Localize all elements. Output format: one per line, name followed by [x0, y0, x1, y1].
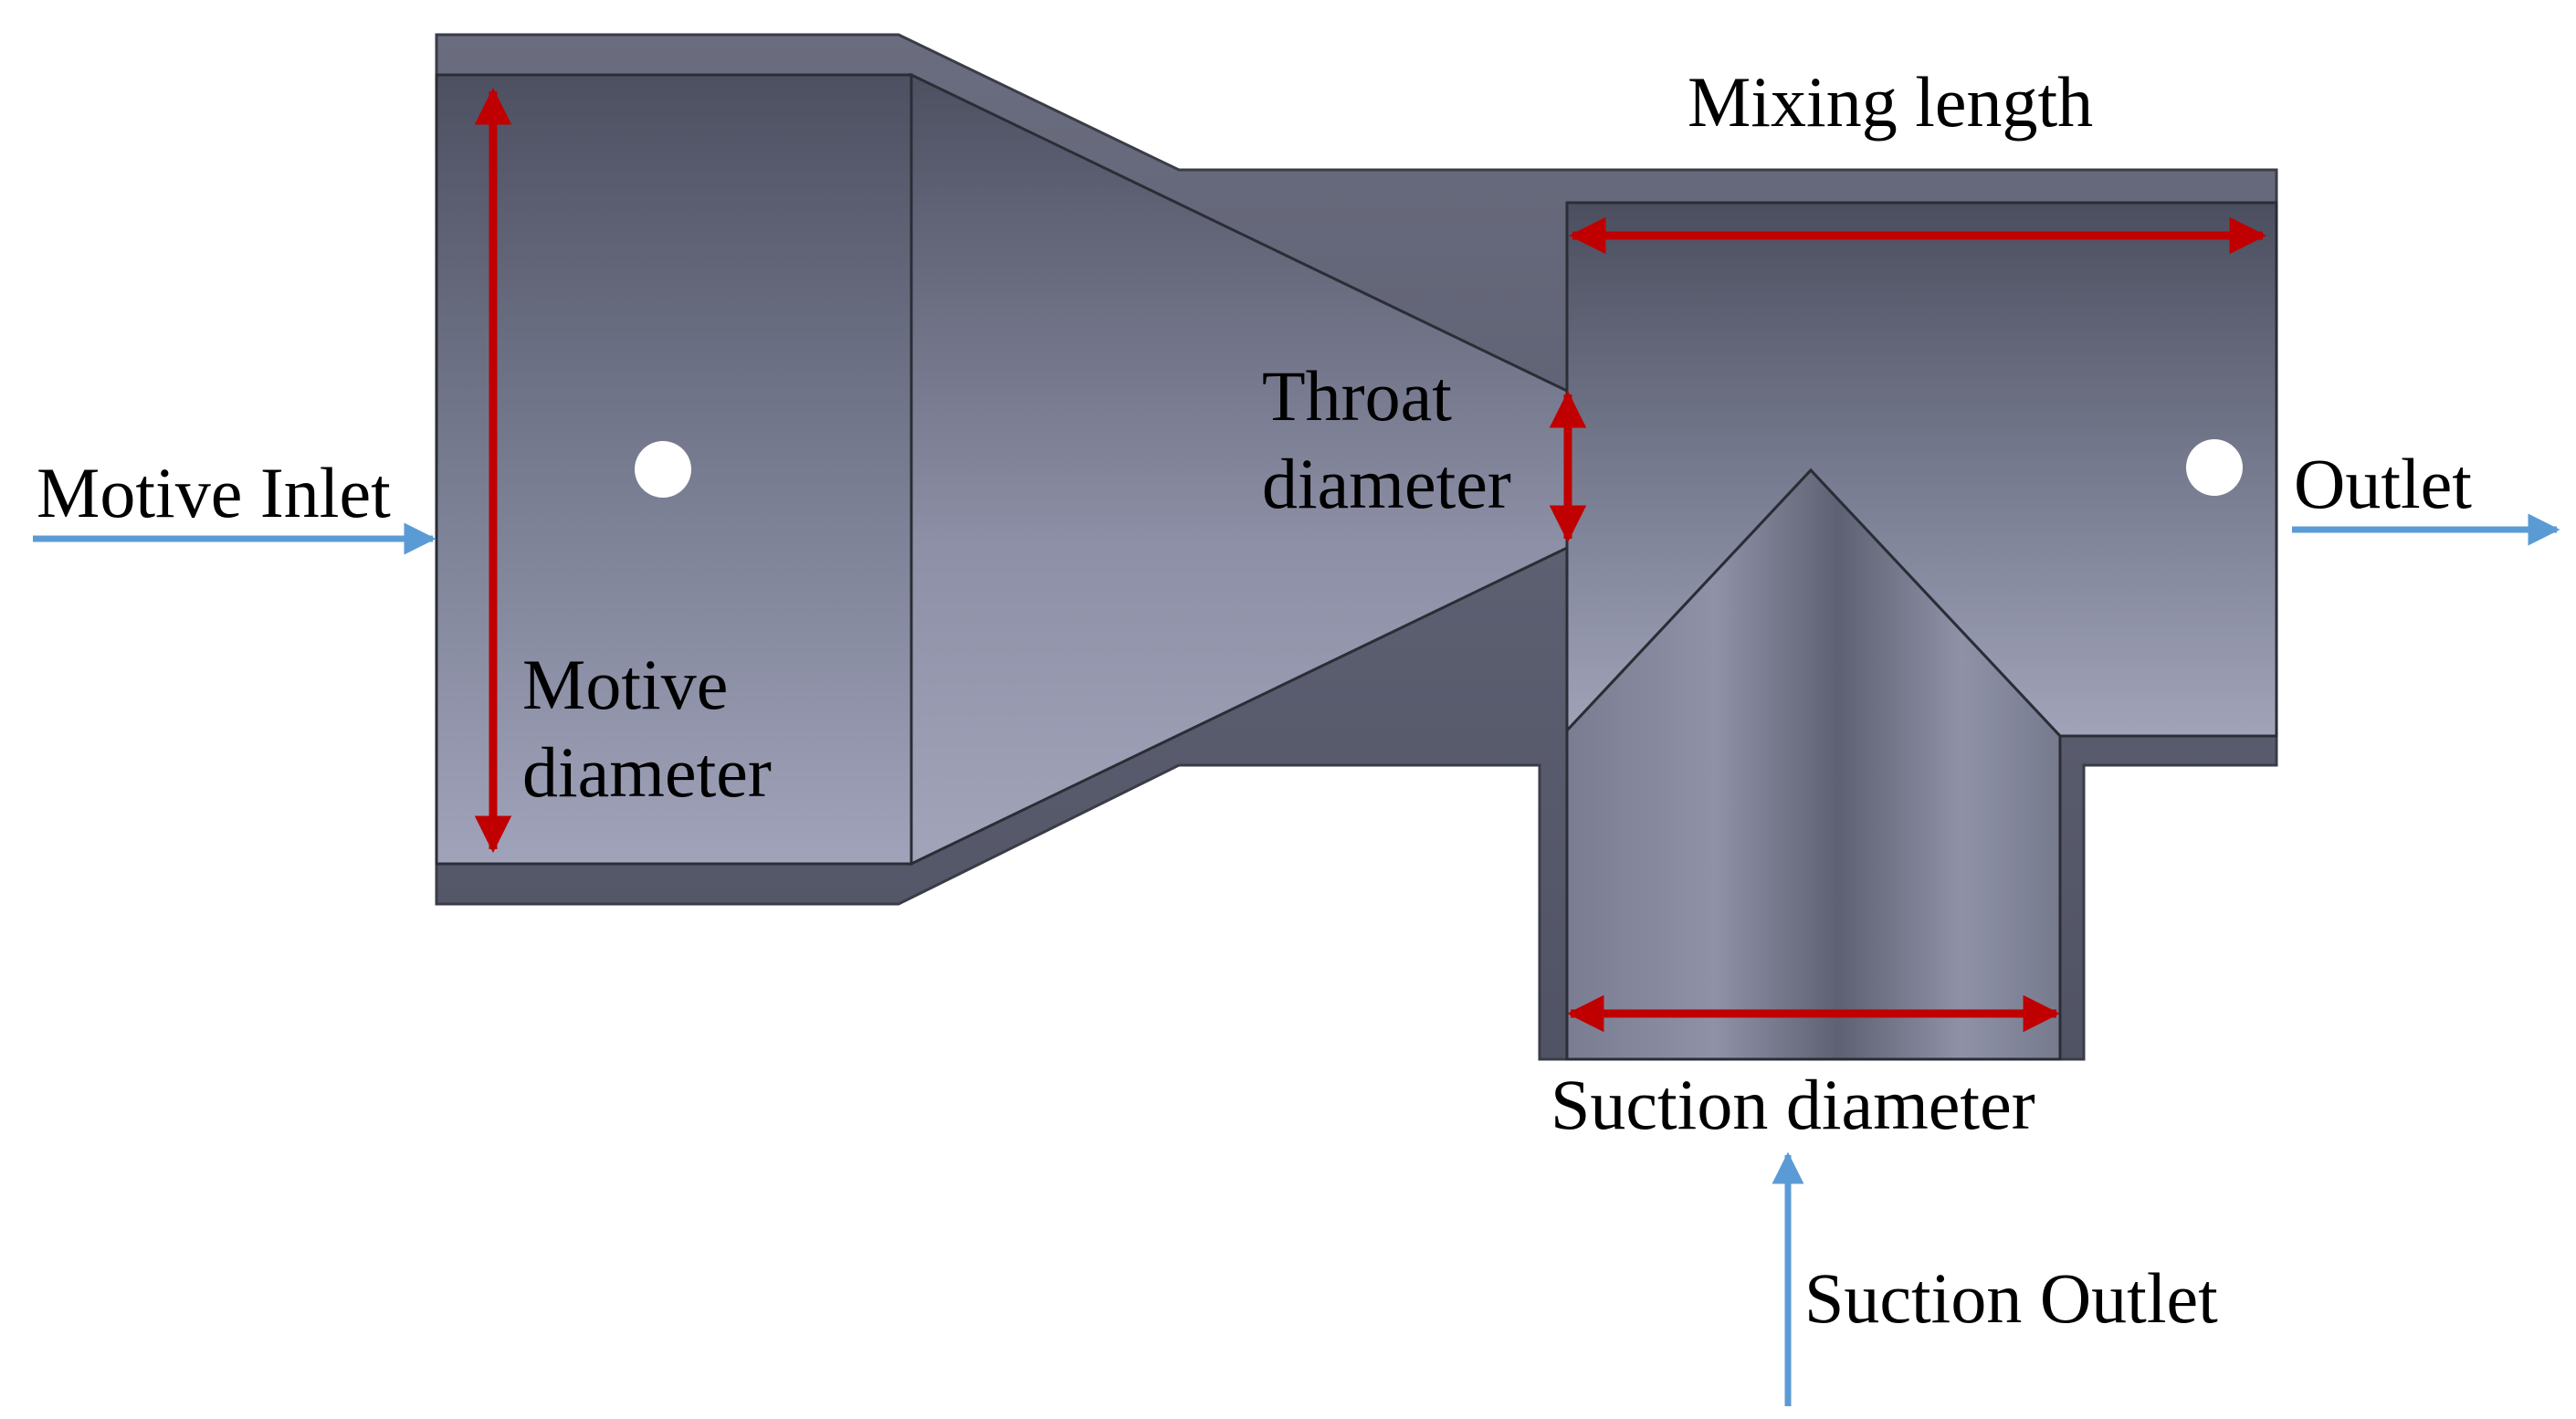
- suction-diameter-label: Suction diameter: [1551, 1065, 2035, 1144]
- outlet-label: Outlet: [2294, 444, 2472, 523]
- motive-hole: [635, 441, 691, 498]
- motive-diameter-label-line1: Motive: [522, 645, 729, 724]
- outlet-hole: [2186, 439, 2243, 496]
- suction-outlet-label: Suction Outlet: [1804, 1258, 2218, 1338]
- motive-inlet-label: Motive Inlet: [37, 453, 391, 532]
- throat-diameter-label-line2: diameter: [1262, 444, 1511, 523]
- throat-diameter-label: Throat diameter: [1262, 352, 1511, 528]
- mixing-length-label: Mixing length: [1688, 62, 2094, 142]
- motive-diameter-label: Motive diameter: [522, 641, 772, 816]
- motive-diameter-label-line2: diameter: [522, 732, 772, 812]
- throat-diameter-label-line1: Throat: [1262, 356, 1452, 436]
